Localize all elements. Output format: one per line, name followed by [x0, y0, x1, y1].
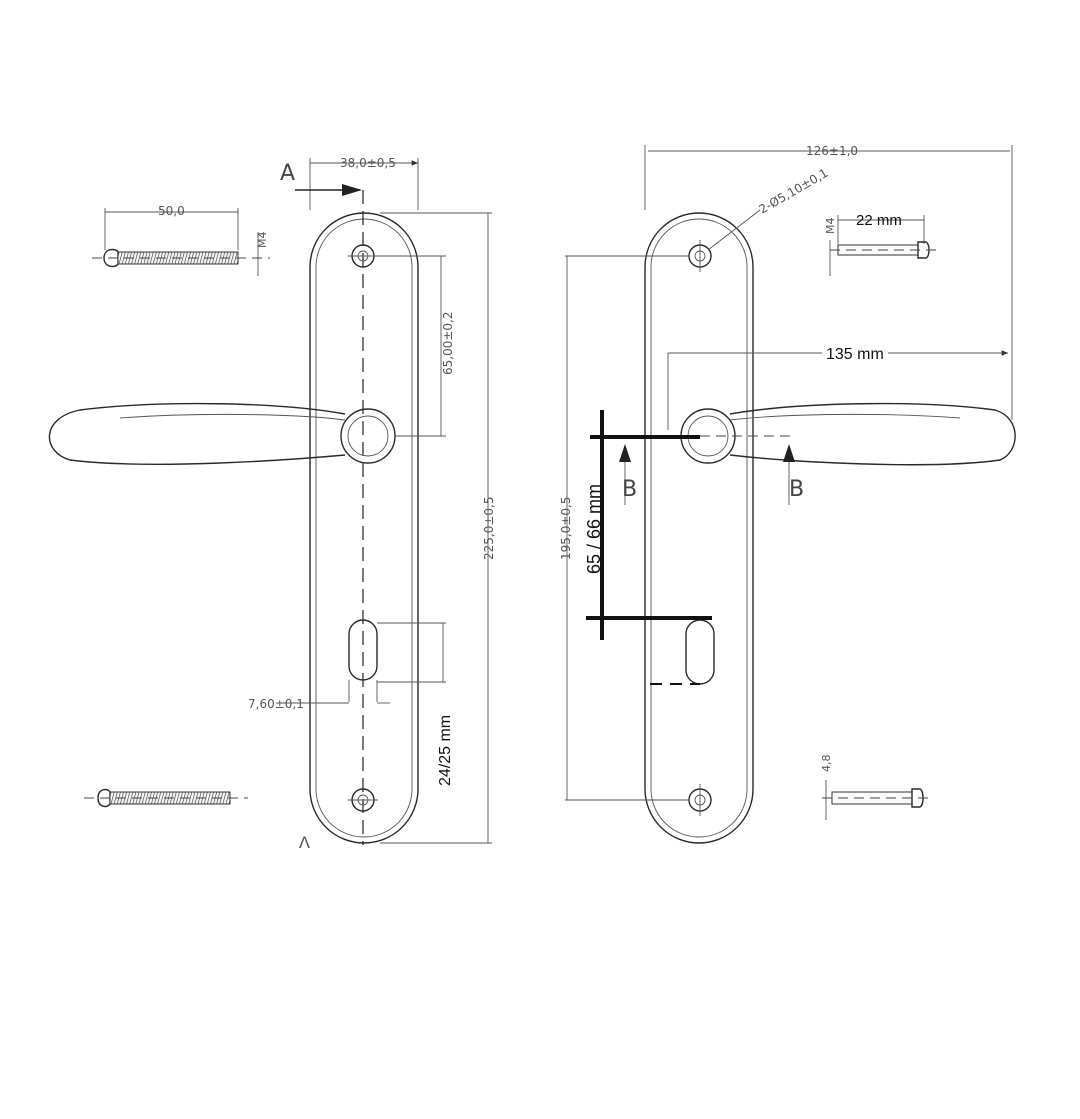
left-total-height-dim: 225,0±0,5: [482, 497, 496, 561]
left-backplate-inner: [315, 218, 413, 838]
left-key-slot-height-dim: 24/25 mm: [437, 715, 454, 786]
left-lever-handle: [48, 402, 346, 465]
left-section-marker-bottom: Λ: [299, 833, 310, 852]
right-lever-handle: [729, 402, 1016, 466]
right-backplate-inner: [650, 218, 748, 838]
left-screw-length-dim: 50,0: [158, 204, 185, 218]
left-view: 38,0±0,5 A Λ 225,0±0,5 65,00±0,2 24/25 m…: [48, 156, 496, 852]
left-key-slot-width-dim: 7,60±0,1: [248, 697, 304, 711]
left-key-slot: [348, 619, 378, 681]
right-backplate: [644, 212, 754, 844]
right-pin-length-dim: 22 mm: [856, 212, 902, 229]
right-lever-length-dim: 135 mm: [826, 346, 884, 363]
right-hole-dim: 2-Ø5,10±0,1: [757, 166, 831, 217]
left-screw-thread-label: M4: [256, 232, 269, 249]
right-view: 126±1,0 2-Ø5,10±0,1 135 mm 195,0±0,5 65 …: [559, 144, 1016, 844]
right-key-slot: [685, 619, 715, 685]
right-overall-width-dim: 126±1,0: [806, 144, 858, 158]
right-section-marker-left: B: [622, 477, 637, 502]
right-pin-thread-label: M4: [824, 218, 837, 235]
left-width-dim: 38,0±0,5: [340, 156, 396, 170]
left-backplate: [309, 212, 419, 844]
left-rose: [340, 408, 396, 464]
right-pin-diameter-label: 4,8: [820, 755, 833, 773]
right-pin-bottom: 4,8: [820, 755, 932, 820]
right-hole-spacing-dim: 195,0±0,5: [559, 497, 573, 561]
right-section-marker-right: B: [789, 477, 804, 502]
right-spindle-key-dim: 65 / 66 mm: [584, 484, 604, 574]
right-pin-top: 22 mm M4: [824, 212, 936, 276]
left-hole-spindle-dim: 65,00±0,2: [441, 312, 455, 376]
left-screw-top: 50,0 M4: [92, 204, 270, 276]
left-section-marker-top: A: [280, 161, 295, 186]
left-screw-bottom: [84, 788, 248, 808]
